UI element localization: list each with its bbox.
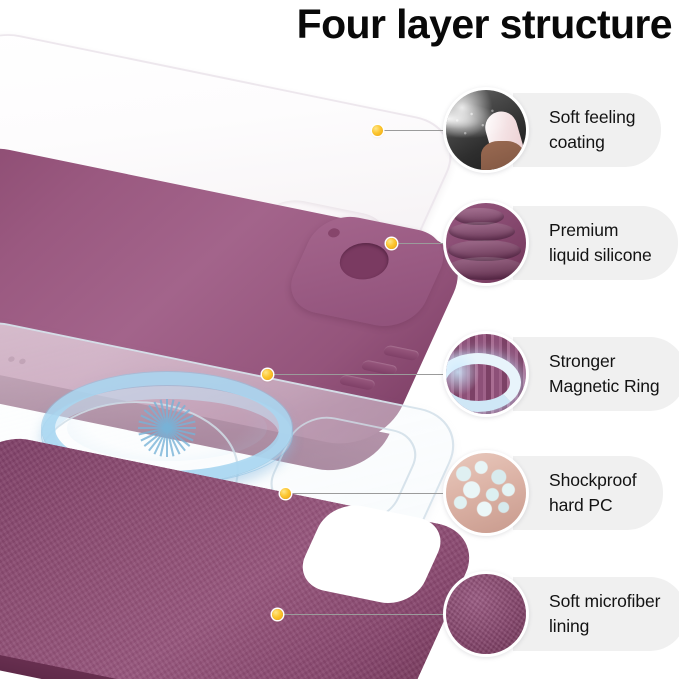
microfiber-camera-notch xyxy=(292,499,451,609)
callout-label-1: Soft feeling coating xyxy=(513,93,662,167)
callout-4-line2: hard PC xyxy=(549,495,613,515)
callout-label-3: Stronger Magnetic Ring xyxy=(513,337,679,411)
callout-stronger-magnetic-ring[interactable]: Stronger Magnetic Ring xyxy=(443,328,679,420)
callout-3-line1: Stronger xyxy=(549,351,616,372)
leader-line-5 xyxy=(278,614,462,615)
leader-line-3 xyxy=(268,374,462,375)
marker-dot-4 xyxy=(280,488,291,499)
page-title: Four layer structure xyxy=(296,1,673,47)
pc-pellets-icon xyxy=(443,450,529,536)
callout-label-5: Soft microfiber lining xyxy=(513,577,679,651)
leader-line-2 xyxy=(392,243,462,244)
exploded-view-illustration xyxy=(0,24,484,679)
callout-shockproof-hard-pc[interactable]: Shockproof hard PC xyxy=(443,447,663,539)
callout-1-line2: coating xyxy=(549,132,605,152)
callout-label-2: Premium liquid silicone xyxy=(513,206,678,280)
callout-premium-liquid-silicone[interactable]: Premium liquid silicone xyxy=(443,197,678,289)
liquid-silicone-icon xyxy=(443,200,529,286)
marker-dot-5 xyxy=(272,609,283,620)
silicone-power-button xyxy=(338,374,377,391)
callout-soft-feeling-coating[interactable]: Soft feeling coating xyxy=(443,84,662,176)
callout-2-line1: Premium xyxy=(549,220,619,241)
marker-dot-1 xyxy=(372,125,383,136)
magnetic-ring-icon xyxy=(443,331,529,417)
microfiber-texture-icon xyxy=(443,571,529,657)
marker-dot-2 xyxy=(386,238,397,249)
callout-4-line1: Shockproof xyxy=(549,470,637,491)
callout-5-line1: Soft microfiber xyxy=(549,591,661,612)
callout-label-4: Shockproof hard PC xyxy=(513,456,663,530)
callout-5-line2: lining xyxy=(549,616,590,636)
callout-soft-microfiber-lining[interactable]: Soft microfiber lining xyxy=(443,568,679,660)
marker-dot-3 xyxy=(262,369,273,380)
leader-line-1 xyxy=(378,130,462,131)
silicone-flash-cutout xyxy=(326,227,342,239)
silicone-camera-island xyxy=(279,210,455,333)
leader-line-4 xyxy=(286,493,462,494)
callout-1-line1: Soft feeling xyxy=(549,107,636,128)
silicone-volume-up-button xyxy=(382,344,421,362)
callout-3-line2: Magnetic Ring xyxy=(549,376,660,396)
spray-coating-icon xyxy=(443,87,529,173)
callout-2-line2: liquid silicone xyxy=(549,245,652,265)
